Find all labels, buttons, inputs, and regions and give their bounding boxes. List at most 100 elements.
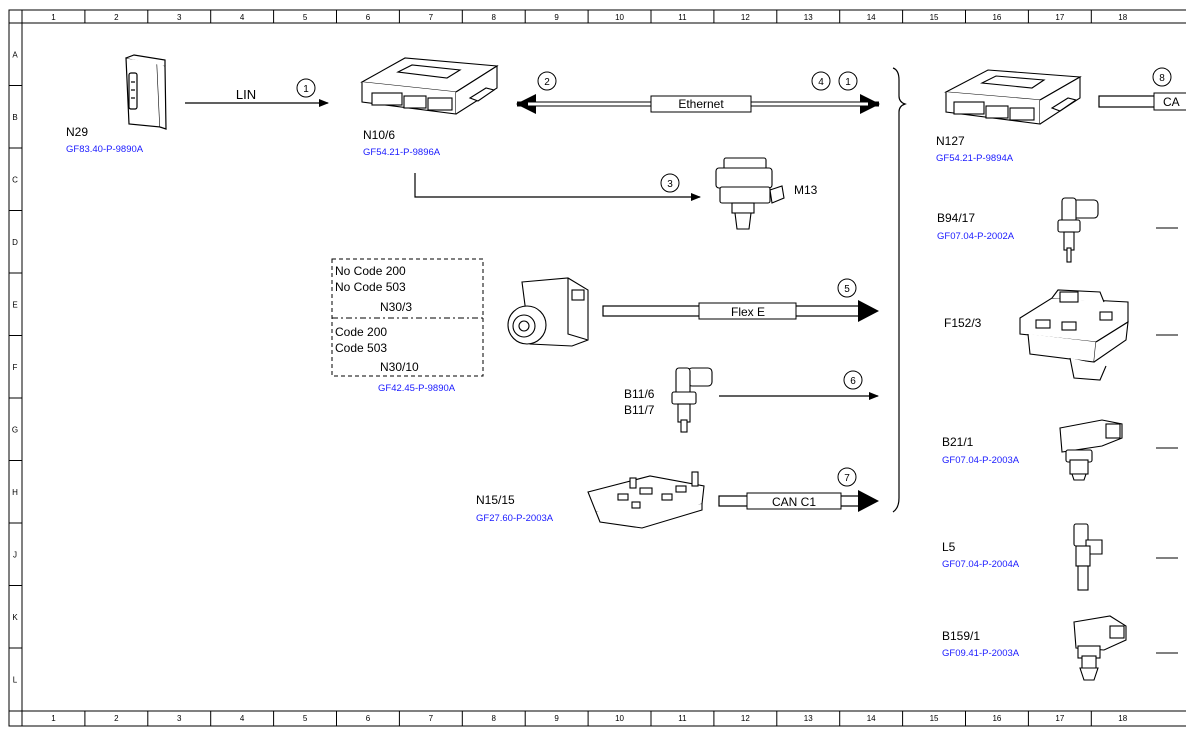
grid-row-label: E	[12, 300, 17, 309]
lin-marker	[296, 78, 316, 98]
grid-row-label: B	[12, 113, 17, 122]
grid-column-label: 8	[492, 13, 497, 22]
f152-3-component[interactable]: F152/3	[944, 289, 1129, 381]
grid-column-label: 7	[429, 13, 434, 22]
m13-label: M13	[794, 183, 818, 197]
grid-column-label: 1	[51, 13, 56, 22]
b159-1-reference-link[interactable]: GF09.41-P-2003A	[942, 648, 1020, 659]
can-c1-marker-number: 7	[844, 473, 850, 484]
abs-unit-icon	[507, 277, 589, 347]
can-output-connection: CA 8	[1098, 67, 1186, 111]
b11-6-label: B11/6	[624, 387, 655, 401]
m13-component[interactable]: M13	[715, 157, 818, 230]
n29-label: N29	[66, 125, 88, 139]
b94-17-label: B94/17	[937, 211, 975, 225]
grid-column-label: 6	[366, 714, 371, 723]
ethernet-marker-left-number: 2	[544, 77, 550, 88]
grid-row-label: F	[13, 363, 18, 372]
crankshaft-sensor-icon	[1073, 523, 1103, 591]
grid-column-label: 12	[741, 714, 750, 723]
l5-component[interactable]: L5 GF07.04-P-2004A	[942, 523, 1103, 591]
b11-component[interactable]: B11/6 B11/7	[624, 367, 713, 433]
n30-variant-box[interactable]: No Code 200 No Code 503 N30/3 Code 200 C…	[331, 258, 484, 394]
b159-1-component[interactable]: B159/1 GF09.41-P-2003A	[942, 615, 1127, 681]
grid-row-label: C	[12, 175, 18, 184]
grid-row-label: J	[13, 550, 17, 559]
l5-reference-link[interactable]: GF07.04-P-2004A	[942, 559, 1020, 570]
grid-column-label: 18	[1118, 714, 1127, 723]
grid-column-label: 4	[240, 714, 245, 723]
grid-row-label: L	[13, 675, 18, 684]
n29-component[interactable]: N29 GF83.40-P-9890A	[66, 54, 167, 155]
grid-column-label: 9	[554, 13, 559, 22]
can-c1-label: CAN C1	[772, 495, 816, 509]
b94-17-component[interactable]: B94/17 GF07.04-P-2002A	[937, 197, 1099, 263]
grid-column-label: 3	[177, 13, 182, 22]
ethernet-label: Ethernet	[678, 97, 724, 111]
control-unit-box-icon	[944, 69, 1082, 125]
sheet-frame	[8, 9, 1186, 727]
flex-e-marker-number: 5	[844, 284, 850, 295]
sensor-icon	[1073, 615, 1127, 681]
b21-1-reference-link[interactable]: GF07.04-P-2003A	[942, 455, 1020, 466]
n10-6-reference-link[interactable]: GF54.21-P-9896A	[363, 147, 441, 158]
n29-reference-link[interactable]: GF83.40-P-9890A	[66, 144, 144, 155]
pump-icon	[715, 157, 785, 230]
n15-15-label: N15/15	[476, 493, 515, 507]
n30-variant-a-line2: No Code 503	[335, 280, 406, 294]
n30-3-label: N30/3	[380, 300, 412, 314]
grid-column-label: 14	[867, 714, 876, 723]
n127-reference-link[interactable]: GF54.21-P-9894A	[936, 153, 1014, 164]
grid-column-label: 11	[678, 13, 687, 22]
group-brace	[892, 67, 907, 513]
grid-column-label: 17	[1055, 714, 1064, 723]
lin-label: LIN	[236, 87, 256, 102]
b94-17-reference-link[interactable]: GF07.04-P-2002A	[937, 231, 1015, 242]
grid-column-label: 12	[741, 13, 750, 22]
grid-column-label: 17	[1055, 13, 1064, 22]
grid-column-label: 5	[303, 714, 308, 723]
b21-1-component[interactable]: B21/1 GF07.04-P-2003A	[942, 419, 1123, 481]
n30-10-label: N30/10	[380, 360, 419, 374]
n127-label: N127	[936, 134, 965, 148]
ethernet-marker-right-1	[811, 71, 831, 91]
control-unit-box-icon	[360, 57, 499, 115]
can-output-marker-number: 8	[1159, 73, 1165, 84]
grid-column-label: 13	[804, 714, 813, 723]
n10-6-label: N10/6	[363, 128, 395, 142]
flex-e-marker	[837, 278, 857, 298]
m13-marker-number: 3	[667, 179, 673, 190]
b21-1-label: B21/1	[942, 435, 974, 449]
ethernet-marker-right-1-number: 4	[818, 77, 824, 88]
n15-15-component[interactable]: N15/15 GF27.60-P-2003A	[476, 471, 705, 529]
flex-e-connection: Flex E 5	[602, 278, 879, 322]
lin-connection: LIN 1	[185, 78, 329, 107]
b159-1-label: B159/1	[942, 629, 980, 643]
grid-row-label: D	[12, 238, 18, 247]
grid-column-label: 13	[804, 13, 813, 22]
grid-column-label: 3	[177, 714, 182, 723]
grid-column-label: 14	[867, 13, 876, 22]
m13-connection: 3	[414, 173, 701, 201]
b11-marker-number: 6	[850, 376, 856, 387]
n30-reference-link[interactable]: GF42.45-P-9890A	[378, 383, 456, 394]
can-c1-connection: CAN C1 7	[718, 467, 879, 512]
control-module-icon	[125, 54, 167, 130]
grid-column-label: 10	[615, 714, 624, 723]
b11-connection: 6	[719, 370, 879, 400]
circuit-board-icon	[587, 471, 705, 529]
n15-15-reference-link[interactable]: GF27.60-P-2003A	[476, 513, 554, 524]
n127-component[interactable]: N127 GF54.21-P-9894A	[936, 69, 1082, 164]
n10-6-component[interactable]: N10/6 GF54.21-P-9896A	[360, 57, 499, 158]
n30-variant-b-line1: Code 200	[335, 325, 387, 339]
grid-column-label: 2	[114, 714, 119, 723]
grid-column-label: 15	[930, 714, 939, 723]
can-output-label: CA	[1163, 95, 1180, 109]
ethernet-marker-left	[537, 71, 557, 91]
grid-column-label: 4	[240, 13, 245, 22]
grid-column-label: 11	[678, 714, 687, 723]
